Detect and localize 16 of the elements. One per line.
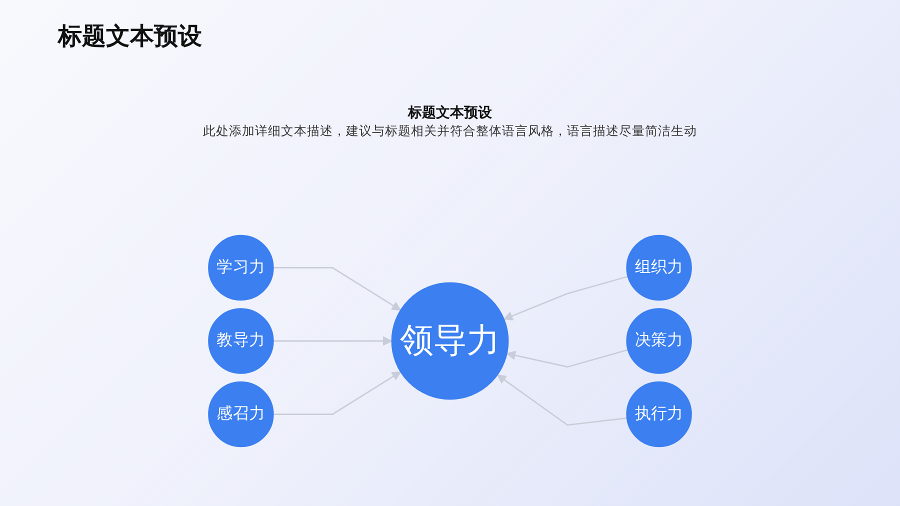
node-circle: 领导力 bbox=[391, 282, 509, 400]
arrow bbox=[273, 336, 392, 346]
description-text: 此处添加详细文本描述，建议与标题相关并符合整体语言风格，语言描述尽量简洁生动 bbox=[203, 123, 697, 139]
node-circle: 教导力 bbox=[208, 308, 274, 374]
arrow bbox=[496, 374, 628, 426]
node-circle: 执行力 bbox=[626, 381, 692, 448]
node-circle: 组织力 bbox=[626, 234, 692, 301]
arrow bbox=[506, 349, 628, 368]
node-circle: 决策力 bbox=[626, 308, 692, 374]
arrow bbox=[504, 276, 628, 320]
arrow bbox=[273, 267, 402, 311]
section-heading: 标题文本预设 bbox=[408, 103, 492, 121]
arrow bbox=[273, 371, 402, 415]
node-circle: 学习力 bbox=[208, 234, 274, 301]
node-circle: 感召力 bbox=[208, 381, 274, 448]
page-title: 标题文本预设 bbox=[58, 22, 202, 52]
